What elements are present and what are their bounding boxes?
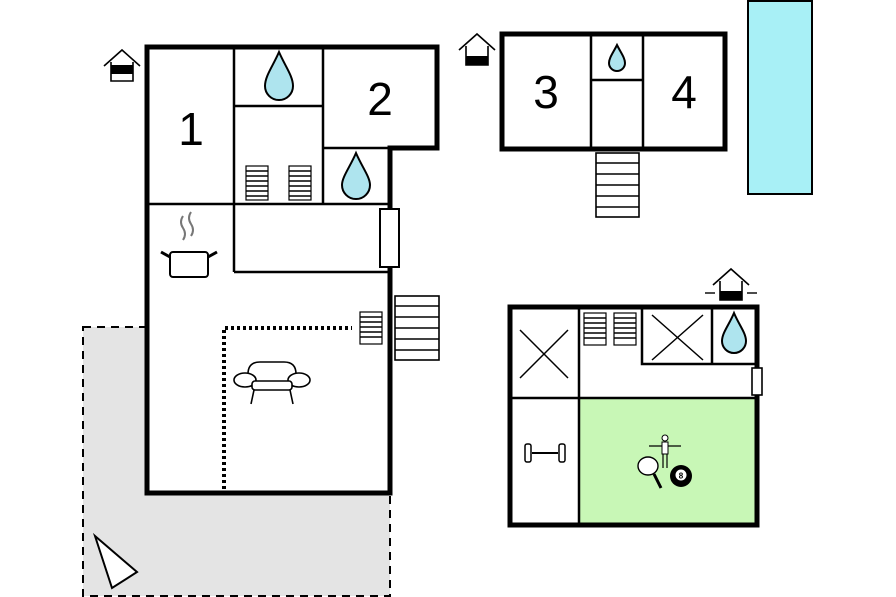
void-cross	[651, 314, 704, 361]
cooking-pot-icon	[160, 211, 218, 278]
table-tennis-icon	[637, 456, 663, 489]
annex-outline	[507, 304, 760, 528]
room-number-3: 3	[533, 66, 559, 118]
dotted-partition	[222, 326, 352, 489]
house-entrance-icon	[103, 48, 141, 82]
sofa-icon	[233, 361, 311, 405]
void-cross	[519, 329, 569, 379]
house-entrance-icon	[705, 267, 757, 301]
house-entrance-icon	[458, 32, 496, 66]
terrace-area	[82, 326, 391, 597]
games-room-floor	[579, 398, 757, 525]
door	[379, 208, 400, 268]
door	[751, 367, 763, 396]
swimming-pool	[747, 0, 813, 195]
room-number-2: 2	[367, 73, 393, 125]
billiard-ball-number: 8	[679, 472, 684, 481]
water-drop-icon	[340, 150, 372, 200]
upper-house-outline	[499, 31, 728, 152]
stairs-icon	[613, 312, 637, 346]
stairs-icon	[595, 152, 640, 218]
water-drop-icon	[263, 49, 295, 101]
room-number-1: 1	[178, 103, 204, 155]
table-football-icon	[649, 434, 681, 468]
stairs-icon	[245, 165, 269, 201]
water-drop-icon	[720, 310, 748, 354]
wall-annex-upper	[640, 307, 757, 366]
stairs-icon	[583, 312, 607, 346]
stairs-icon	[359, 311, 383, 345]
stairs-icon	[394, 295, 440, 361]
dumbbell-icon	[524, 443, 566, 463]
billiard-ball-icon: 8	[670, 465, 692, 487]
water-drop-icon	[607, 42, 627, 72]
room-number-4: 4	[671, 66, 697, 118]
stairs-icon	[288, 165, 312, 201]
compass-arrow-icon	[92, 532, 139, 590]
